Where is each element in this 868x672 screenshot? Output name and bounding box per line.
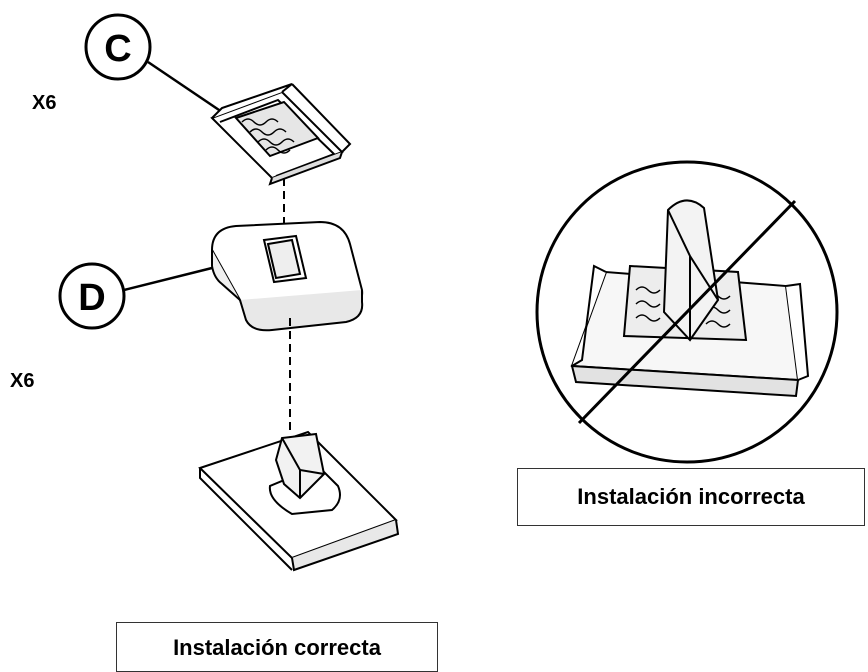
part-d-pad	[210, 220, 364, 332]
prohibition-slash	[577, 199, 797, 425]
quantity-c: X6	[32, 92, 57, 114]
incorrect-installation-view	[535, 160, 839, 464]
callout-d-letter: D	[78, 277, 105, 319]
callout-d: D	[58, 262, 213, 330]
callout-c: C	[84, 13, 223, 114]
quantity-d: X6	[10, 370, 35, 392]
label-incorrect-installation: Instalación incorrecta	[517, 468, 865, 526]
callout-c-leader	[147, 60, 223, 114]
callout-c-letter: C	[104, 28, 131, 70]
part-base-spike	[198, 430, 400, 572]
part-c-clip	[210, 83, 352, 186]
callout-d-leader	[123, 266, 213, 292]
label-correct-installation: Instalación correcta	[116, 622, 438, 672]
